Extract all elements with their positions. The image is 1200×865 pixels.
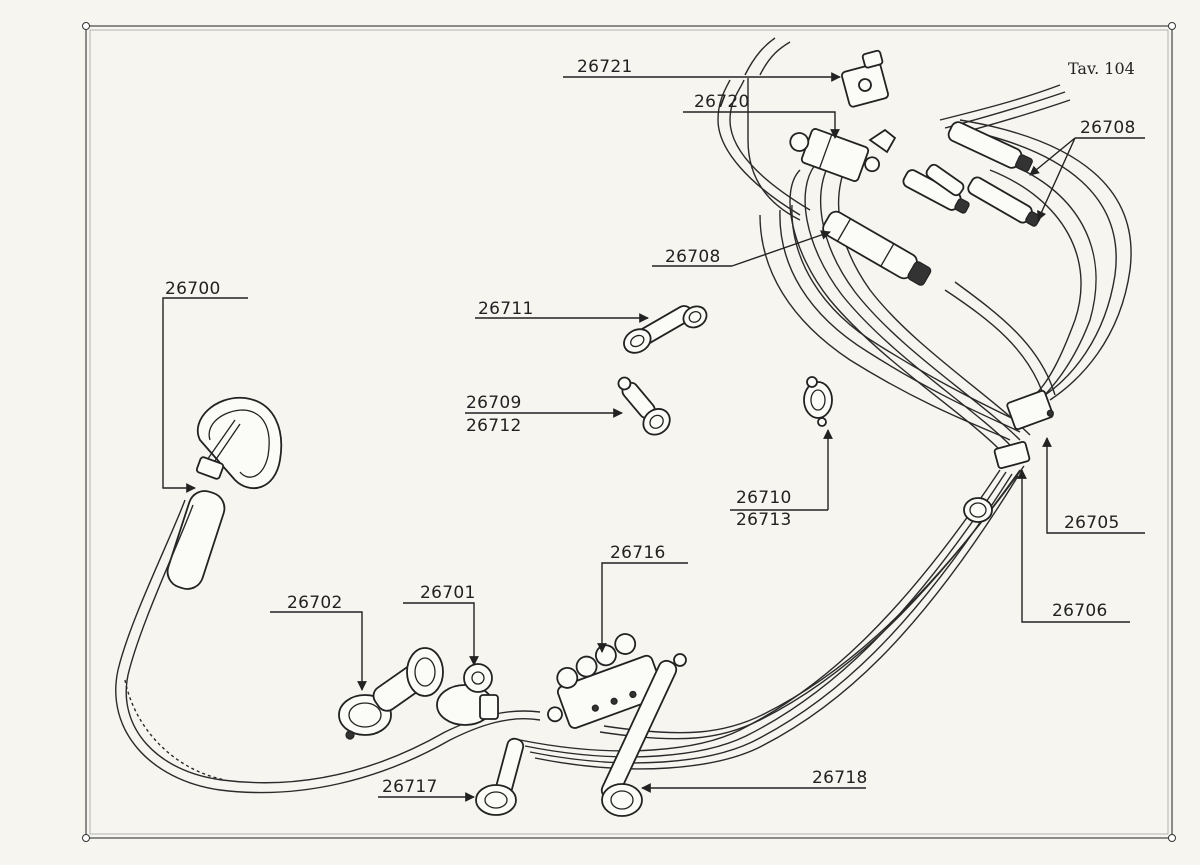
handlebar-grip xyxy=(166,397,283,590)
callout-26705: 26705 xyxy=(1064,513,1120,533)
single-clamp xyxy=(617,376,671,436)
callout-26712: 26712 xyxy=(466,416,522,436)
clamp-lower xyxy=(993,440,1031,470)
callout-26706: 26706 xyxy=(1052,601,1108,621)
plate-border xyxy=(82,22,1176,842)
small-bracket-top xyxy=(868,128,897,154)
callout-26713: 26713 xyxy=(736,510,792,530)
callout-26718: 26718 xyxy=(812,768,868,788)
double-clamp xyxy=(623,305,708,354)
callout-labels: 26721 26720 26708 26708 26700 26711 2670… xyxy=(165,57,1136,797)
callout-26708-left: 26708 xyxy=(665,247,721,267)
choke-cable xyxy=(115,499,541,794)
callout-26700: 26700 xyxy=(165,279,221,299)
cable-bracket xyxy=(841,49,889,108)
clamp-upper xyxy=(1006,389,1054,431)
junction-block xyxy=(789,128,880,182)
cable-bundle xyxy=(519,37,1132,770)
spark-plug-caps xyxy=(822,121,1041,286)
leader-lines xyxy=(162,72,1145,802)
callout-26710: 26710 xyxy=(736,488,792,508)
callout-26716: 26716 xyxy=(610,543,666,563)
plate-title: Tav. 104 xyxy=(1068,59,1135,78)
callout-26721: 26721 xyxy=(577,57,633,77)
callout-26720: 26720 xyxy=(694,92,750,112)
callout-26701: 26701 xyxy=(420,583,476,603)
adjuster-knob xyxy=(436,663,499,726)
lever-mount xyxy=(338,647,444,740)
callout-26709: 26709 xyxy=(466,393,522,413)
callout-26708-right: 26708 xyxy=(1080,118,1136,138)
short-lever xyxy=(475,737,525,816)
clip-ring xyxy=(963,497,993,523)
small-clip xyxy=(803,376,833,427)
callout-26717: 26717 xyxy=(382,777,438,797)
callout-26702: 26702 xyxy=(287,593,343,613)
long-lever xyxy=(600,653,687,817)
distributor-block xyxy=(547,633,665,729)
callout-26711: 26711 xyxy=(478,299,534,319)
